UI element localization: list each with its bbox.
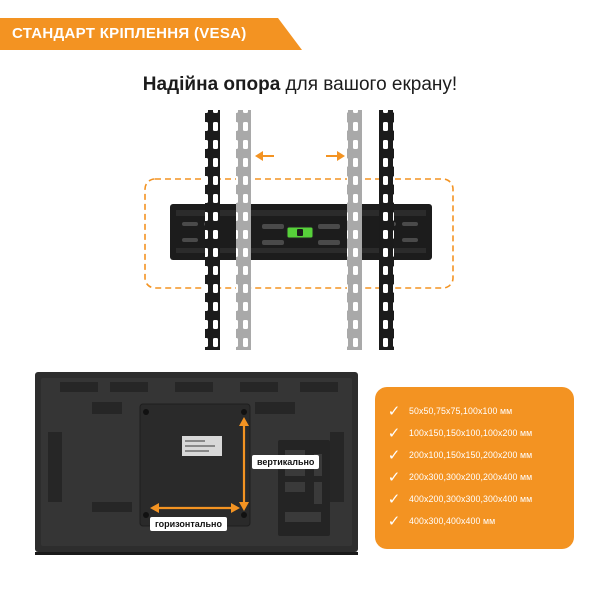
- headline-bold: Надійна опора: [142, 74, 281, 95]
- vesa-size-item: ✓ 400x200,300x300,300x400 мм: [375, 489, 532, 509]
- check-icon: ✓: [387, 447, 401, 464]
- horizontal-label: горизонтально: [150, 517, 227, 531]
- bracket-arm-left-inner: [236, 110, 251, 350]
- check-icon: ✓: [387, 491, 401, 508]
- check-icon: ✓: [387, 425, 401, 442]
- vesa-size-text: 200x100,150x150,200x200 мм: [409, 450, 533, 460]
- vesa-size-text: 400x200,300x300,300x400 мм: [409, 494, 533, 504]
- vesa-size-text: 100x150,150x100,100x200 мм: [409, 428, 533, 438]
- vesa-size-panel: ✓ 50x50,75x75,100x100 мм ✓ 100x150,150x1…: [375, 387, 574, 549]
- bracket-arm-right-outer: [379, 110, 394, 350]
- wall-plate-slots: [182, 222, 418, 245]
- banner-title: СТАНДАРТ КРІПЛЕННЯ (VESA): [12, 25, 247, 42]
- headline: Надійна опора для вашого екрану!: [0, 74, 600, 96]
- vesa-size-item: ✓ 200x300,300x200,200x400 мм: [375, 467, 532, 487]
- vesa-holes: [143, 409, 247, 518]
- horizontal-measure-arrow: [150, 503, 240, 513]
- mount-highlight-frame: [144, 178, 454, 289]
- vesa-size-item: ✓ 400x300,400x400 мм: [375, 511, 495, 531]
- check-icon: ✓: [387, 513, 401, 530]
- tv-back-illustration: [35, 372, 358, 555]
- check-icon: ✓: [387, 469, 401, 486]
- check-icon: ✓: [387, 403, 401, 420]
- vesa-size-item: ✓ 50x50,75x75,100x100 мм: [375, 401, 513, 421]
- vesa-size-text: 50x50,75x75,100x100 мм: [409, 406, 513, 416]
- title-banner: СТАНДАРТ КРІПЛЕННЯ (VESA): [0, 18, 302, 50]
- vesa-size-item: ✓ 100x150,150x100,100x200 мм: [375, 423, 532, 443]
- headline-rest: для вашого екрану!: [280, 74, 458, 95]
- vesa-size-item: ✓ 200x100,150x150,200x200 мм: [375, 445, 532, 465]
- banner-shape: [0, 18, 302, 50]
- vesa-size-text: 400x300,400x400 мм: [409, 516, 496, 526]
- arrow-right-icon: [326, 151, 345, 161]
- vesa-size-text: 200x300,300x200,200x400 мм: [409, 472, 533, 482]
- wall-mount-illustration: [144, 110, 454, 350]
- bracket-arm-left-outer: [205, 110, 220, 350]
- vertical-label: вертикально: [252, 455, 320, 469]
- bracket-arm-right-inner: [347, 110, 362, 350]
- vertical-measure-arrow: [239, 417, 249, 511]
- arrow-left-icon: [255, 151, 274, 161]
